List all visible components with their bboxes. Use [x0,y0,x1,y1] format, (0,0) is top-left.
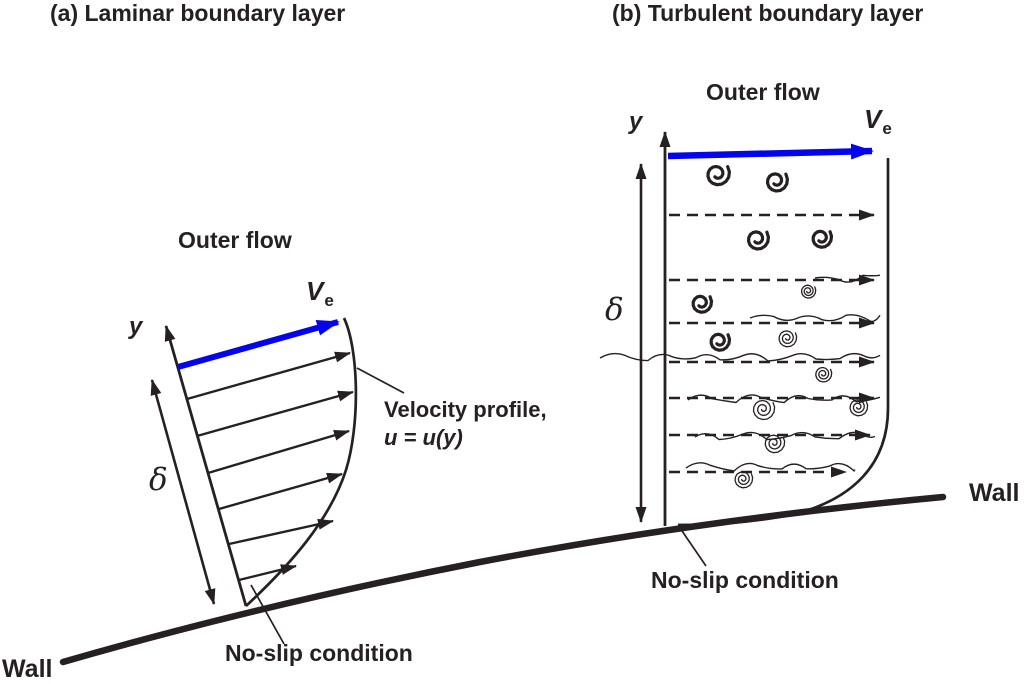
vortex-icon [752,399,776,421]
ve-symbol: V [306,276,324,306]
turbulent-profile-curve [677,158,890,527]
flow-arrow-icon [218,472,343,511]
noslip-label-turbulent: No-slip condition [651,567,839,593]
velocity-profile-caption-line1: Velocity profile, [384,397,547,422]
wavy-streamline [694,431,876,441]
laminar-diagram [150,317,405,645]
delta-label-turbulent: δ [602,293,627,327]
ve-symbol: V [864,104,882,134]
flow-arrow-icon [196,390,354,438]
y-axis-label-turbulent: y [629,108,643,135]
y-axis-label-laminar: y [129,313,143,340]
ve-vector-turbulent [667,143,874,160]
vortex-icon [709,332,732,352]
wavy-streamline [685,462,856,473]
flow-arrow-icon [186,351,351,401]
wavy-streamline [599,352,881,362]
wavy-streamline [814,274,881,283]
flow-arrow-icon [207,429,350,475]
turbulent-diagram [599,131,890,567]
vortex-icon [815,366,833,383]
wall-label-left: Wall [2,655,53,683]
vortex-icon [800,284,817,299]
flow-arrow-icon [238,564,297,582]
noslip-leader-turbulent [679,527,707,567]
profile-caption-leader [356,367,405,394]
ve-vector-laminar [177,319,340,370]
vortex-icon [746,230,771,251]
delta-extent-arrow [150,379,216,605]
noslip-leader-laminar [250,584,285,645]
vortex-icon [706,164,732,187]
delta-label-laminar: δ [146,463,171,497]
vortex-icon [778,330,798,348]
turbulent-velocity-arrows [669,209,875,478]
wavy-streamlines [599,274,881,473]
vortex-icon [734,471,754,489]
vortex-icon [691,294,714,314]
panel-b-title: (b) Turbulent boundary layer [612,0,924,26]
wavy-streamline [749,314,881,323]
noslip-label-laminar: No-slip condition [225,640,413,666]
ve-subscript: e [882,119,892,138]
flow-arrow-icon [228,518,334,546]
wall-label-right: Wall [969,479,1020,507]
outer-flow-label-laminar: Outer flow [178,227,292,253]
velocity-profile-caption-line2: u = u(y) [384,425,463,450]
laminar-velocity-arrows [186,351,354,582]
panel-a-title: (a) Laminar boundary layer [50,0,346,26]
vortex-icon [811,229,834,249]
vortex-icon [765,172,790,193]
ve-subscript: e [324,291,334,310]
ve-label-turbulent: Ve [864,104,892,138]
ve-label-laminar: Ve [306,276,334,310]
laminar-profile-curve [245,317,358,607]
vortices [691,164,869,489]
vortex-icon [764,434,786,454]
outer-flow-label-turbulent: Outer flow [706,79,820,105]
vortex-icon [849,399,869,417]
wavy-streamline [687,394,881,404]
